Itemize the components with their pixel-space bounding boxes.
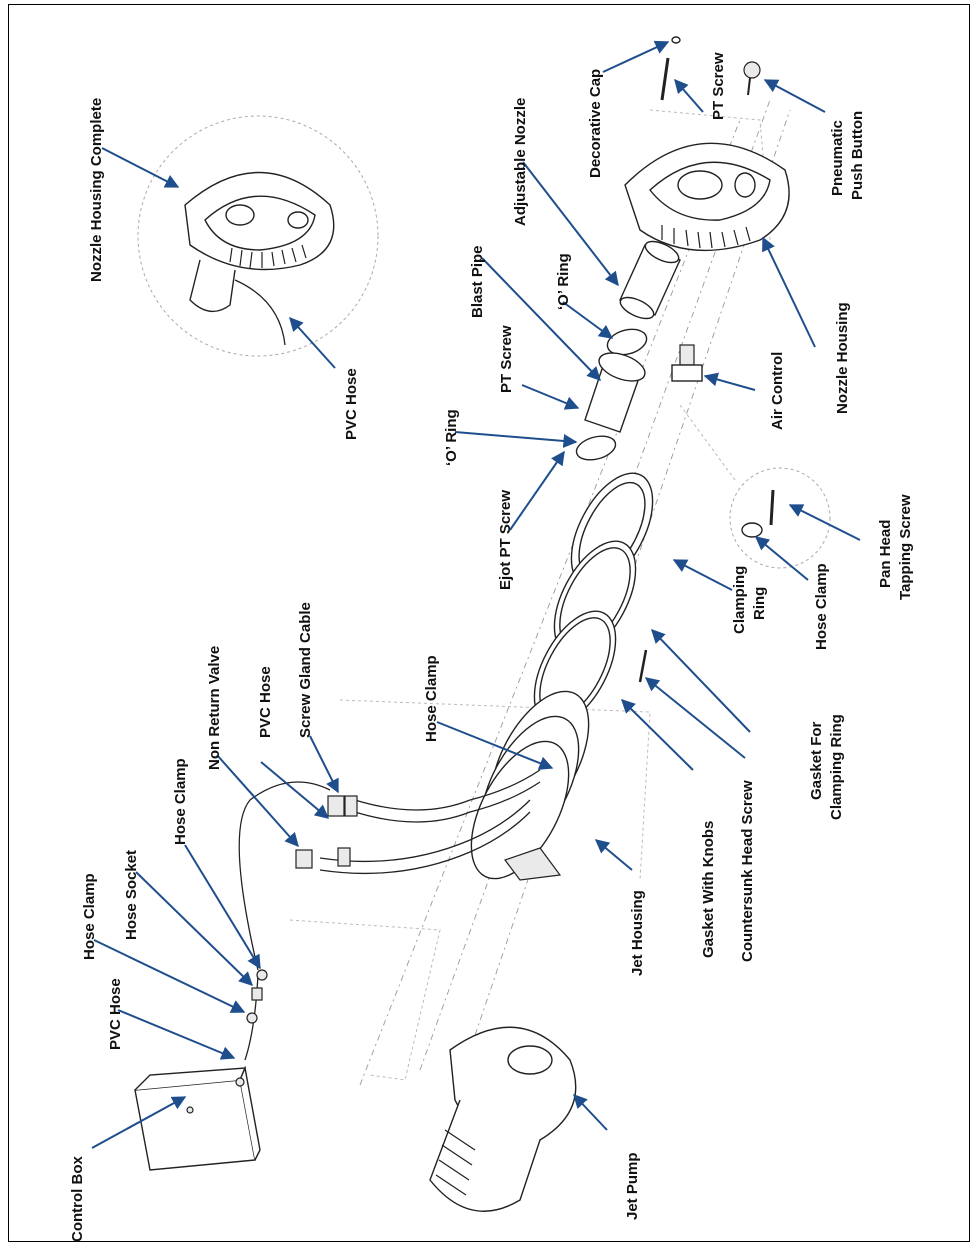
label-pvc-hose-mid: PVC Hose [257, 666, 274, 738]
air-control-drawing [671, 344, 703, 382]
clamp-screw-inset-circle [729, 467, 831, 569]
label-o-ring-lower: ‘O’ Ring [443, 409, 460, 466]
hoses-drawing [238, 769, 541, 1061]
label-pvc-hose-left: PVC Hose [107, 978, 124, 1050]
label-decorative-cap: Decorative Cap [587, 69, 604, 178]
label-pvc-hose-inset: PVC Hose [343, 368, 360, 440]
o-ring-upper-drawing [606, 328, 648, 356]
label-clamping-ring-line1: Clamping [731, 566, 748, 634]
label-screw-gland-cable: Screw Gland Cable [297, 602, 314, 738]
label-gasket-for-clamping-ring-line2: Clamping Ring [828, 714, 845, 820]
nozzle-housing-complete-drawing [184, 171, 335, 346]
hose-fittings-drawing [246, 795, 358, 1024]
label-hose-clamp-left-2: Hose Clamp [81, 873, 98, 960]
blast-pipe-drawing [584, 352, 646, 433]
control-box-drawing [134, 1065, 261, 1171]
label-hose-clamp-left-1: Hose Clamp [172, 758, 189, 845]
part-labels: Nozzle Housing Complete PVC Hose Decorat… [69, 52, 914, 1242]
countersunk-screw-drawing [638, 649, 648, 683]
label-pan-head-tapping-screw-line2: Tapping Screw [897, 494, 914, 600]
label-ejot-pt-screw: Ejot PT Screw [497, 490, 514, 590]
label-blast-pipe: Blast Pipe [469, 245, 486, 318]
label-gasket-with-knobs: Gasket With Knobs [700, 821, 717, 958]
label-hose-clamp-inset: Hose Clamp [813, 563, 830, 650]
top-small-parts [660, 36, 761, 101]
label-nozzle-housing-complete: Nozzle Housing Complete [88, 98, 105, 282]
label-adjustable-nozzle: Adjustable Nozzle [512, 98, 529, 226]
label-non-return-valve: Non Return Valve [206, 646, 223, 770]
label-jet-pump: Jet Pump [624, 1152, 641, 1220]
jet-housing-drawing [470, 690, 590, 881]
o-ring-lower-drawing [575, 435, 617, 461]
label-control-box: Control Box [69, 1156, 86, 1242]
inset-small-parts [741, 489, 775, 538]
label-pt-screw-top: PT Screw [710, 52, 727, 120]
label-gasket-for-clamping-ring-line1: Gasket For [808, 721, 825, 800]
label-o-ring-upper: ‘O’ Ring [555, 253, 572, 310]
jet-pump-drawing [429, 1026, 577, 1212]
label-clamping-ring-line2: Ring [751, 587, 768, 620]
label-pneumatic-push-button-line1: Pneumatic [829, 120, 846, 196]
label-nozzle-housing: Nozzle Housing [834, 302, 851, 414]
adjustable-nozzle-drawing [619, 240, 681, 320]
label-pneumatic-push-button-line2: Push Button [849, 111, 866, 200]
leader-lines [91, 40, 861, 1149]
label-jet-housing: Jet Housing [629, 890, 646, 976]
label-hose-clamp-housing: Hose Clamp [423, 655, 440, 742]
label-countersunk-head-screw: Countersunk Head Screw [739, 780, 756, 962]
label-pan-head-tapping-screw-line1: Pan Head [877, 520, 894, 588]
nozzle-housing-inset-circle [137, 115, 379, 357]
label-hose-socket: Hose Socket [123, 850, 140, 940]
label-air-control: Air Control [769, 352, 786, 430]
label-pt-screw-middle: PT Screw [498, 325, 515, 393]
nozzle-housing-drawing [624, 142, 790, 252]
